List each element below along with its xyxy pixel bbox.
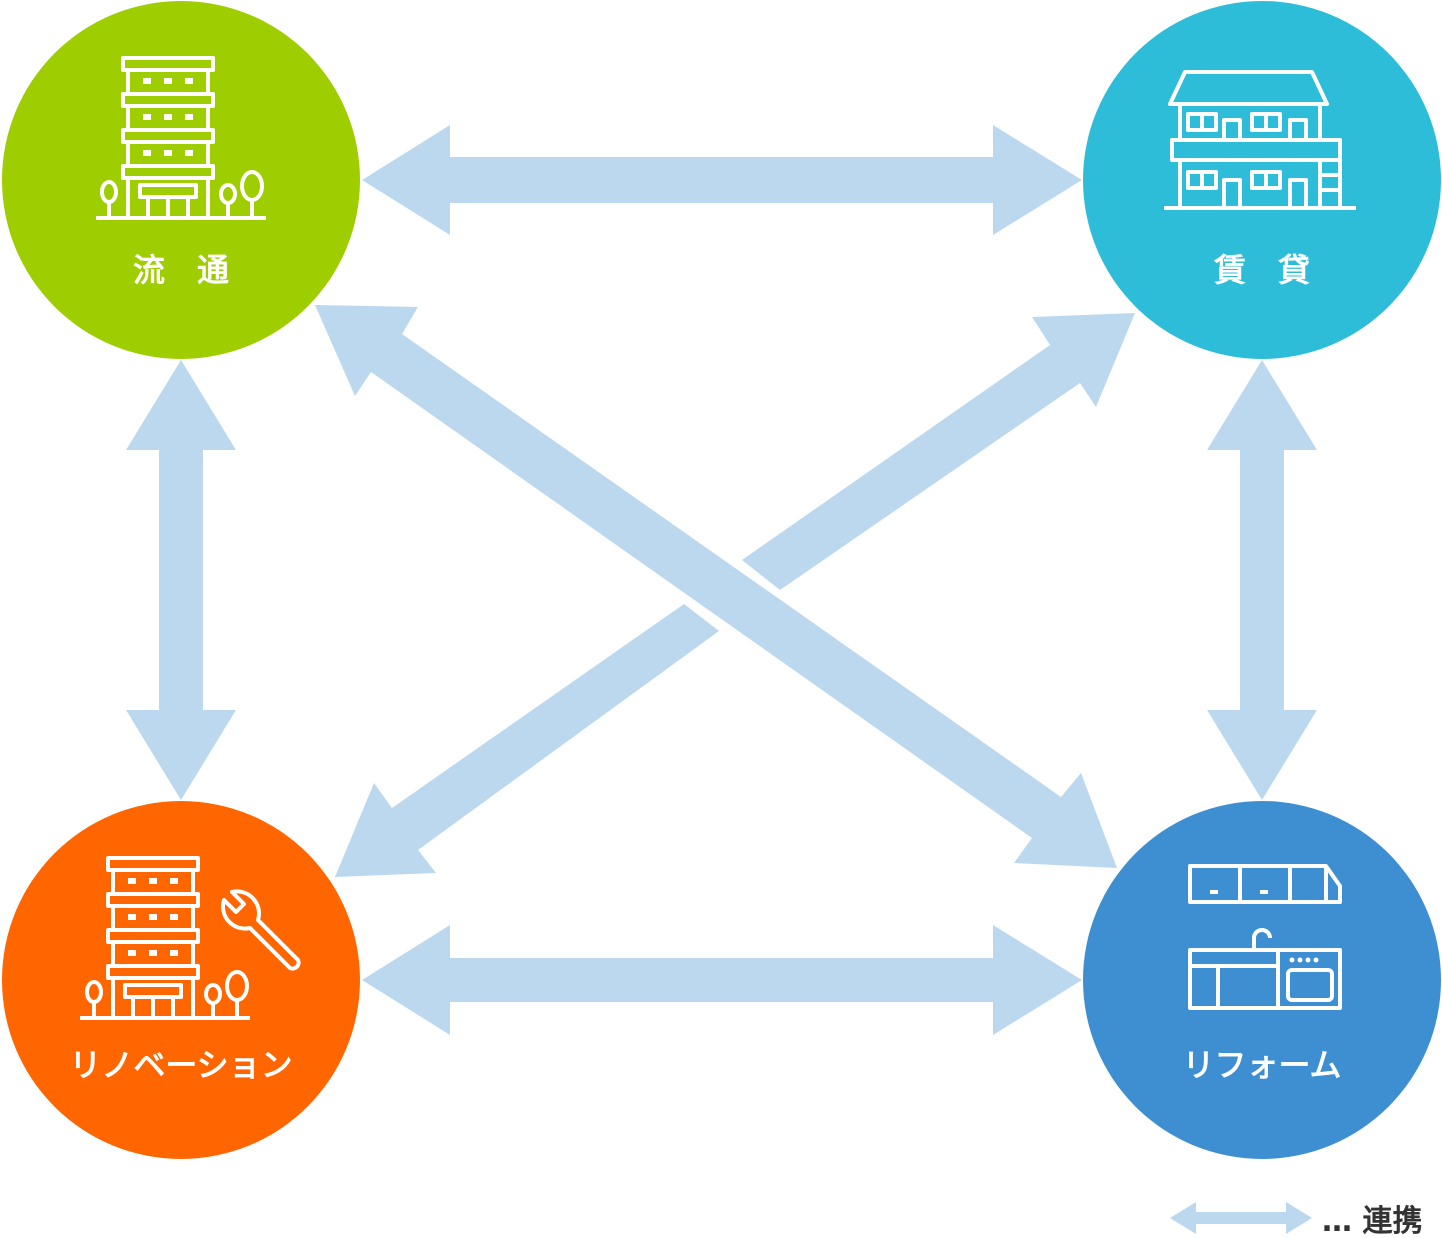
node-chintai-label: 賃 貸 xyxy=(1213,251,1310,289)
node-reform: リフォーム xyxy=(1083,801,1441,1159)
arrow-ryutsu-chintai xyxy=(362,125,1082,235)
node-renovation-label: リノベーション xyxy=(69,1046,292,1084)
node-reform-circle xyxy=(1083,801,1441,1159)
node-reform-label: リフォーム xyxy=(1182,1046,1341,1084)
kitchen-icon xyxy=(1188,864,1342,1010)
two-story-house-icon xyxy=(1164,70,1356,210)
node-ryutsu-label: 流 通 xyxy=(133,251,229,289)
node-ryutsu: 流 通 xyxy=(2,1,360,359)
apartment-building-icon xyxy=(96,56,266,220)
node-chintai: 賃 貸 xyxy=(1083,1,1441,359)
arrow-ryutsu-reform xyxy=(315,305,1117,868)
legend: … 連携 xyxy=(1170,1202,1422,1238)
arrow-chintai-renovation xyxy=(335,313,1135,877)
legend-arrow-icon xyxy=(1170,1202,1312,1234)
node-renovation: リノベーション xyxy=(2,801,360,1159)
arrow-chintai-reform xyxy=(1207,360,1317,800)
node-chintai-circle xyxy=(1083,1,1441,359)
arrow-renovation-reform xyxy=(362,925,1082,1035)
arrows xyxy=(126,125,1317,1035)
apartment-with-wrench-icon xyxy=(80,856,301,1020)
legend-text: … 連携 xyxy=(1322,1204,1422,1238)
arrow-ryutsu-renovation xyxy=(126,360,236,800)
